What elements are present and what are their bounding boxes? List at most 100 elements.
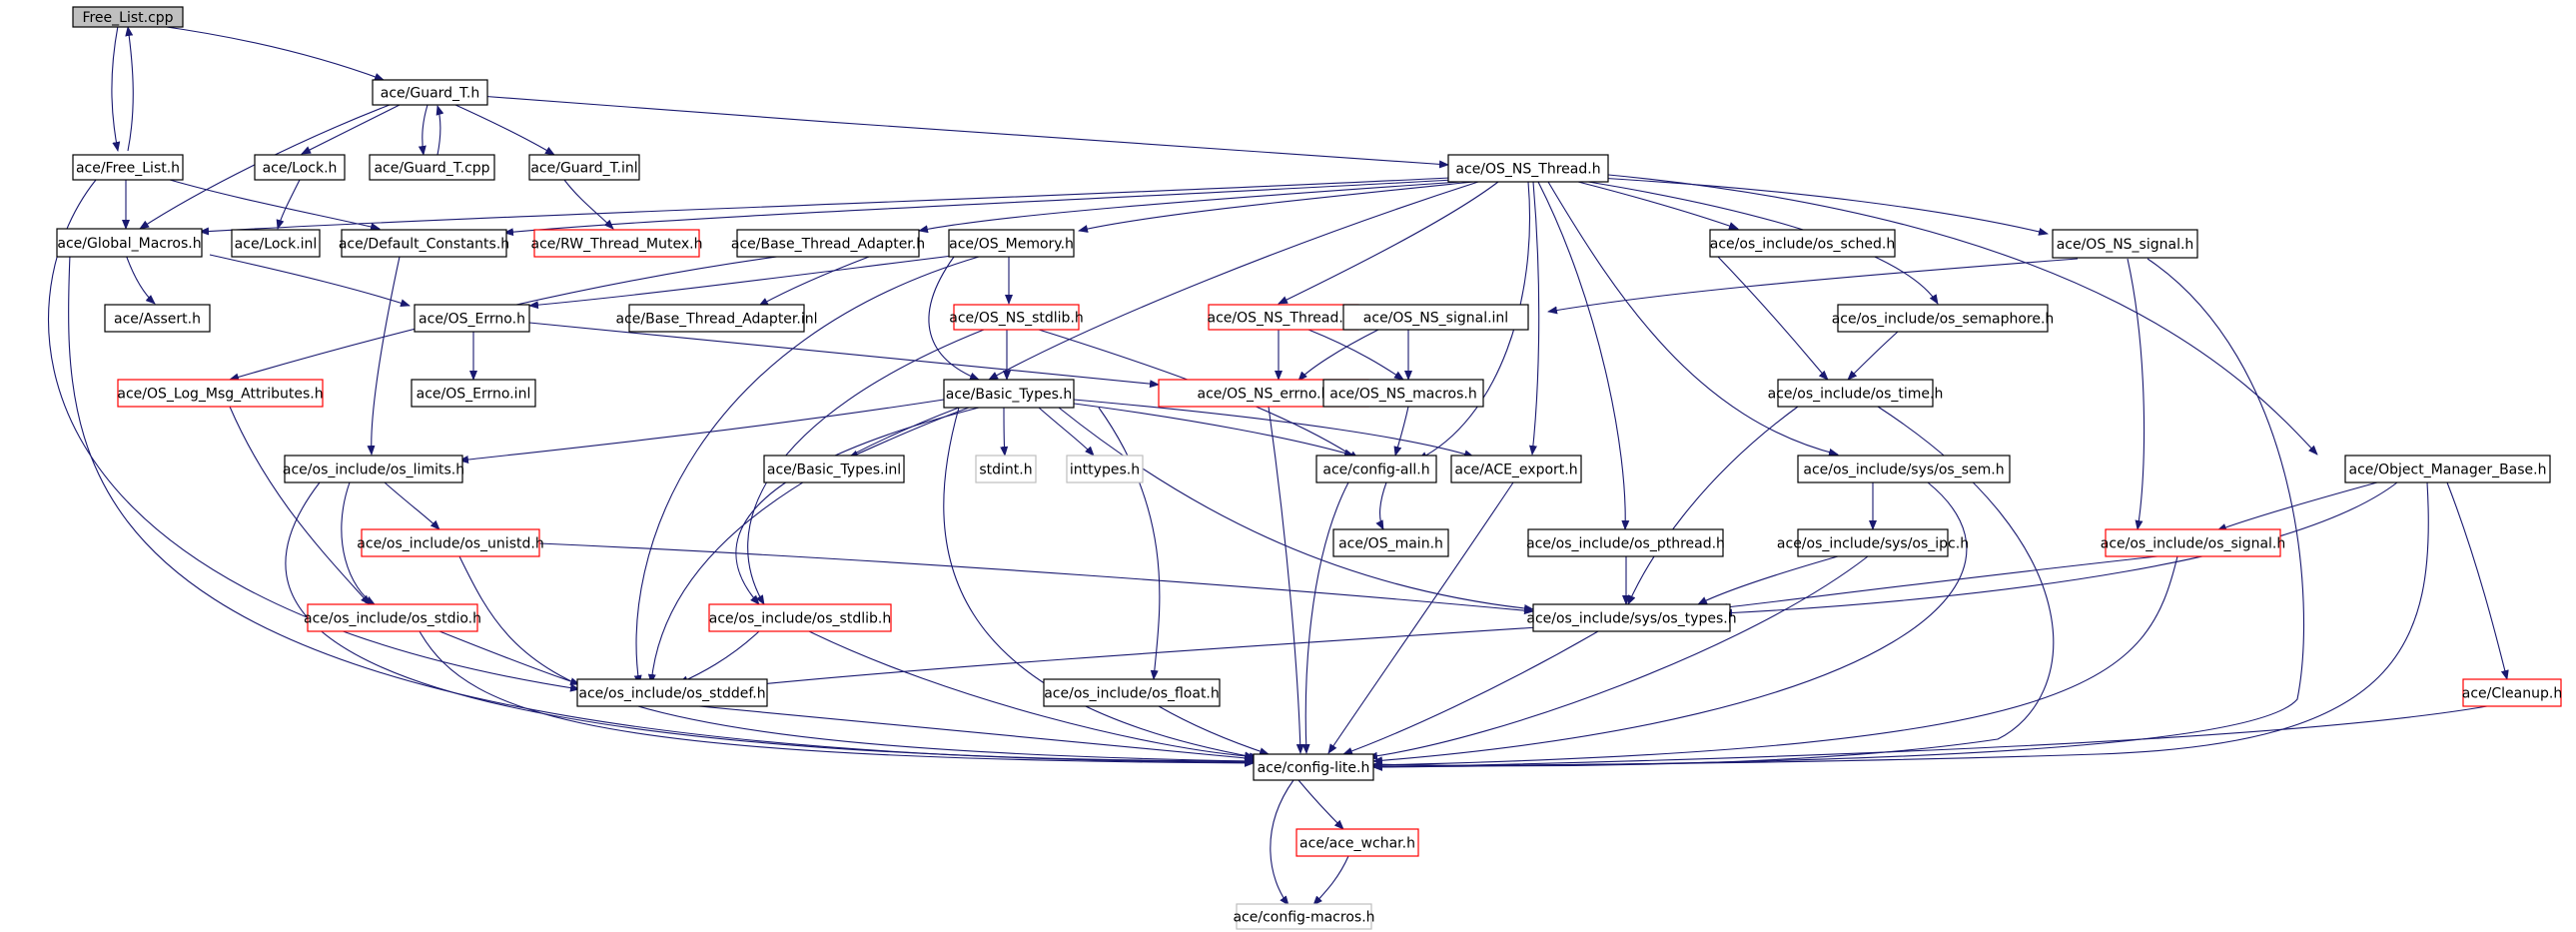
node-ace-os-include-os-semaphore-h[interactable]: ace/os_include/os_semaphore.h <box>1832 304 2055 333</box>
node-label: stdint.h <box>979 463 1032 478</box>
node-label: ace/os_include/os_stdlib.h <box>709 611 891 627</box>
node-ace-os-errno-inl[interactable]: ace/OS_Errno.inl <box>411 379 536 408</box>
edge-os-ns-thread-to-os-pthread <box>1537 181 1630 530</box>
node-box <box>2105 528 2281 557</box>
edge-os-ns-thread-inl-to-os-ns-macros <box>1307 329 1404 381</box>
node-ace-free-list-h[interactable]: ace/Free_List.h <box>72 154 184 181</box>
node-ace-global-macros-h[interactable]: ace/Global_Macros.h <box>56 228 203 258</box>
node-label: ace/OS_Errno.inl <box>417 387 531 403</box>
node-ace-base-thread-adapter-h[interactable]: ace/Base_Thread_Adapter.h <box>731 229 925 258</box>
edge-os-limits-to-config-lite <box>285 481 1255 765</box>
node-ace-os-include-sys-os-ipc-h[interactable]: ace/os_include/sys/os_ipc.h <box>1777 528 1969 557</box>
node-label: ace/OS_NS_signal.h <box>2057 237 2194 253</box>
node-ace-ace-export-h[interactable]: ace/ACE_export.h <box>1450 455 1582 483</box>
node-box <box>1777 379 1934 408</box>
node-ace-guard-t-h[interactable]: ace/Guard_T.h <box>372 79 488 106</box>
node-ace-config-lite-h[interactable]: ace/config-lite.h <box>1253 753 1374 781</box>
node-ace-config-macros-h[interactable]: ace/config-macros.h <box>1233 903 1375 930</box>
node-label: ace/OS_NS_signal.inl <box>1363 311 1508 327</box>
node-free-list-cpp[interactable]: Free_List.cpp <box>72 6 184 28</box>
node-box <box>975 455 1037 483</box>
edge-config-lite-to-config-macros <box>1270 779 1294 906</box>
edge-os-ns-signal-to-config-lite <box>1372 258 2304 771</box>
edge-os-ns-thread-to-os-sched <box>1577 181 1739 230</box>
node-box <box>1295 828 1419 857</box>
node-ace-assert-h[interactable]: ace/Assert.h <box>104 304 211 333</box>
node-ace-os-include-os-time-h[interactable]: ace/os_include/os_time.h <box>1768 379 1944 408</box>
edge-os-stdio-to-config-lite <box>419 630 1255 767</box>
edge-os-unistd-to-os-types <box>538 542 1534 615</box>
edge-os-ns-thread-to-config-all <box>1417 181 1531 461</box>
node-stdint-h[interactable]: stdint.h <box>975 455 1037 483</box>
node-box <box>1066 455 1144 483</box>
node-ace-os-include-os-stddef-h[interactable]: ace/os_include/os_stddef.h <box>576 678 768 707</box>
node-inttypes-h[interactable]: inttypes.h <box>1066 455 1144 483</box>
node-ace-lock-h[interactable]: ace/Lock.h <box>254 154 346 181</box>
node-ace-os-ns-macros-h[interactable]: ace/OS_NS_macros.h <box>1322 379 1484 408</box>
node-ace-lock-inl[interactable]: ace/Lock.inl <box>231 229 321 258</box>
node-label: ace/Base_Thread_Adapter.inl <box>615 312 817 328</box>
node-ace-os-include-sys-os-types-h[interactable]: ace/os_include/sys/os_types.h <box>1526 603 1737 632</box>
node-label: ace/os_include/os_stddef.h <box>578 686 765 702</box>
node-ace-basic-types-h[interactable]: ace/Basic_Types.h <box>943 379 1075 409</box>
node-box <box>411 379 536 408</box>
node-label: ace/Guard_T.cpp <box>374 161 489 177</box>
node-label: ace/Basic_Types.inl <box>767 463 901 478</box>
node-ace-os-errno-h[interactable]: ace/OS_Errno.h <box>414 304 530 333</box>
node-label: ace/os_include/os_pthread.h <box>1526 536 1725 552</box>
node-ace-os-main-h[interactable]: ace/OS_main.h <box>1332 528 1449 557</box>
node-ace-os-ns-thread-inl[interactable]: ace/OS_NS_Thread.inl <box>1208 304 1360 331</box>
node-ace-os-include-os-stdio-h[interactable]: ace/os_include/os_stdio.h <box>304 603 481 632</box>
edge-os-unistd-to-config-lite <box>458 555 1255 765</box>
node-ace-rw-thread-mutex-h[interactable]: ace/RW_Thread_Mutex.h <box>531 229 703 258</box>
node-ace-ace-wchar-h[interactable]: ace/ace_wchar.h <box>1295 828 1419 857</box>
node-ace-os-include-sys-os-sem-h[interactable]: ace/os_include/sys/os_sem.h <box>1797 455 2011 483</box>
node-box <box>307 603 478 632</box>
node-ace-basic-types-inl[interactable]: ace/Basic_Types.inl <box>763 455 905 483</box>
node-ace-os-ns-thread-h[interactable]: ace/OS_NS_Thread.h <box>1447 154 1609 183</box>
node-box <box>361 528 540 557</box>
edge-os-stdlib-to-config-lite <box>808 630 1260 761</box>
node-ace-default-constants-h[interactable]: ace/Default_Constants.h <box>339 229 509 258</box>
node-label: ace/OS_Errno.h <box>419 312 525 328</box>
node-box <box>1837 304 2049 333</box>
node-ace-os-include-os-stdlib-h[interactable]: ace/os_include/os_stdlib.h <box>708 603 892 632</box>
node-ace-os-include-os-limits-h[interactable]: ace/os_include/os_limits.h <box>283 455 464 483</box>
node-label: ace/Lock.inl <box>235 237 318 253</box>
node-ace-guard-t-inl[interactable]: ace/Guard_T.inl <box>528 154 640 181</box>
node-ace-os-ns-signal-inl[interactable]: ace/OS_NS_signal.inl <box>1342 304 1529 331</box>
edge-cleanup-to-config-lite <box>1372 705 2488 771</box>
edge-basic-types-to-basic-types-inl <box>848 407 970 459</box>
node-ace-os-include-os-pthread-h[interactable]: ace/os_include/os_pthread.h <box>1526 528 1725 557</box>
node-ace-os-include-os-float-h[interactable]: ace/os_include/os_float.h <box>1043 678 1221 707</box>
node-box <box>72 154 184 181</box>
node-label: ace/Guard_T.inl <box>530 161 637 177</box>
node-label: ace/OS_NS_Thread.h <box>1455 162 1600 178</box>
edge-basic-types-to-os-float <box>1098 407 1161 680</box>
node-box <box>372 79 488 106</box>
node-ace-os-include-os-unistd-h[interactable]: ace/os_include/os_unistd.h <box>357 528 544 557</box>
node-ace-os-include-os-sched-h[interactable]: ace/os_include/os_sched.h <box>1709 229 1896 258</box>
node-ace-cleanup-h[interactable]: ace/Cleanup.h <box>2462 678 2562 707</box>
node-ace-guard-t-cpp[interactable]: ace/Guard_T.cpp <box>369 154 495 181</box>
node-ace-base-thread-adapter-inl[interactable]: ace/Base_Thread_Adapter.inl <box>615 304 818 333</box>
edge-os-ipc-to-config-lite <box>1367 555 1869 760</box>
node-ace-os-memory-h[interactable]: ace/OS_Memory.h <box>948 229 1075 258</box>
edge-basic-types-to-ace-export <box>1073 399 1474 459</box>
edge-os-ns-thread-to-base-thread-adapter <box>918 181 1461 234</box>
edge-object-manager-to-cleanup <box>2446 481 2509 680</box>
edge-os-ns-thread-to-os-semaphore <box>1587 181 1939 305</box>
node-ace-config-all-h[interactable]: ace/config-all.h <box>1315 455 1437 483</box>
edge-os-ns-thread-to-os-ns-signal <box>1597 177 2049 236</box>
node-ace-os-log-msg-attributes-h[interactable]: ace/OS_Log_Msg_Attributes.h <box>117 379 324 408</box>
node-label: ace/ACE_export.h <box>1454 463 1577 478</box>
node-label: ace/os_include/sys/os_types.h <box>1526 611 1736 627</box>
edge-os-memory-to-basic-types <box>928 256 980 381</box>
edge-os-memory-to-os-errno <box>528 253 970 310</box>
node-ace-os-ns-signal-h[interactable]: ace/OS_NS_signal.h <box>2052 229 2198 259</box>
node-label: ace/os_include/os_time.h <box>1768 387 1944 403</box>
node-ace-os-include-os-signal-h[interactable]: ace/os_include/os_signal.h <box>2101 528 2286 557</box>
edge-os-ns-signal-inl-to-os-ns-errno <box>1297 329 1379 382</box>
node-ace-os-ns-stdlib-h[interactable]: ace/OS_NS_stdlib.h <box>949 304 1084 331</box>
node-ace-object-manager-base-h[interactable]: ace/Object_Manager_Base.h <box>2344 455 2551 483</box>
